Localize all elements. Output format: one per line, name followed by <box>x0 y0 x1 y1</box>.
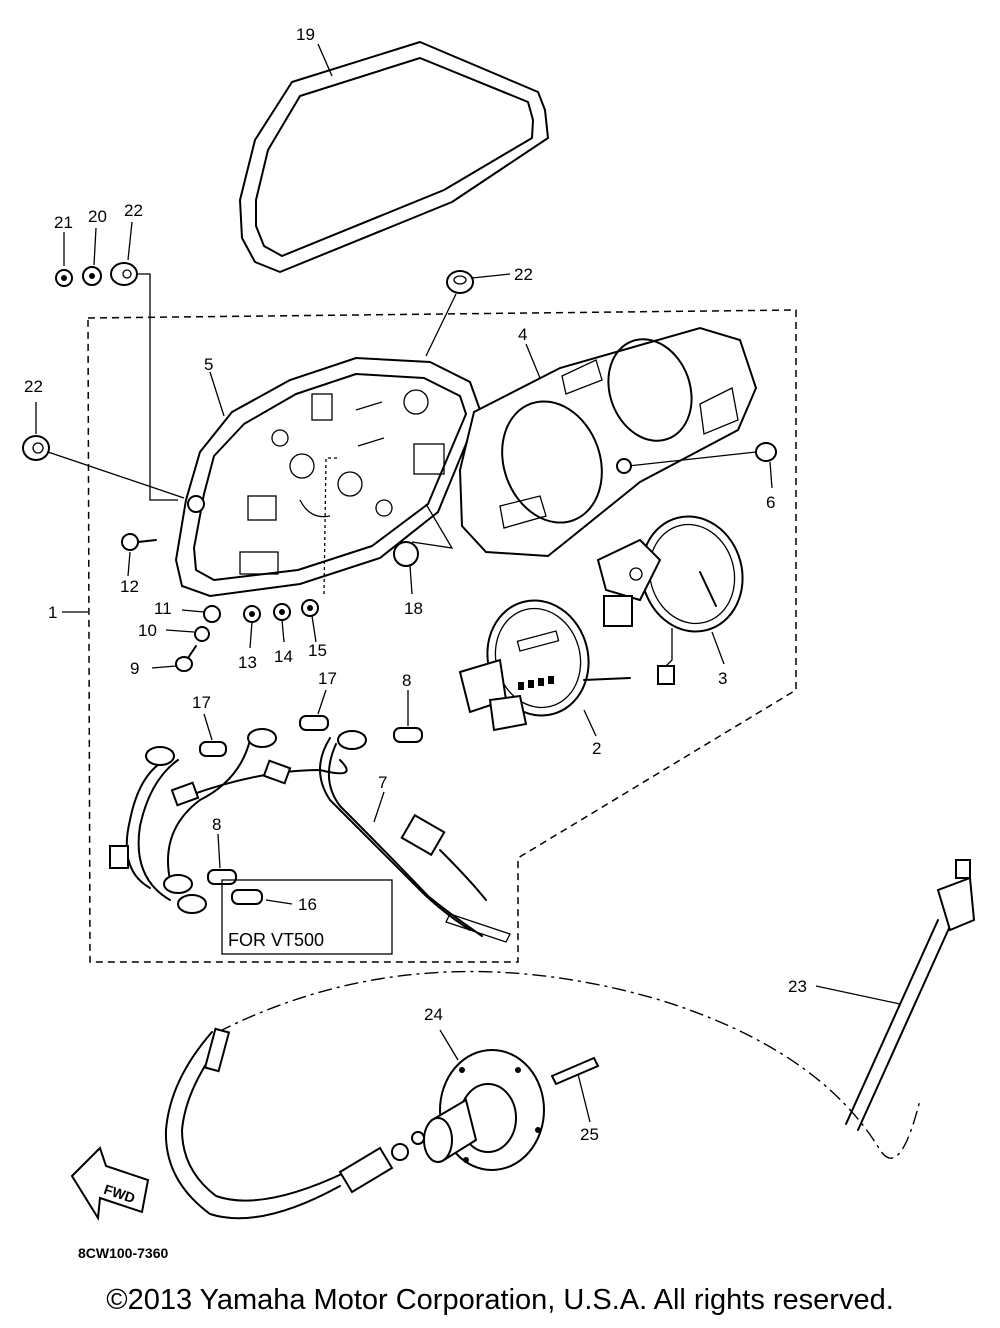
leader-6 <box>769 461 773 489</box>
callout-12: 12 <box>120 577 139 596</box>
leader-6-link <box>627 451 757 467</box>
part-23-speedo-cable <box>164 859 976 1220</box>
diagram-code: 8CW100-7360 <box>78 1245 168 1261</box>
leader-5 <box>209 371 225 417</box>
callout-11: 11 <box>154 599 172 618</box>
part-8-bulb-a <box>393 727 423 743</box>
callout-8a: 8 <box>402 671 411 690</box>
leader-19 <box>317 43 333 77</box>
part-11-nut <box>203 605 221 623</box>
part-19-gasket <box>239 41 549 273</box>
callout-14: 14 <box>274 647 293 666</box>
callout-21: 21 <box>54 213 73 232</box>
leader-11 <box>181 609 205 613</box>
note-box-frame <box>221 879 393 955</box>
part-9-screw <box>175 645 197 672</box>
callout-19: 19 <box>296 25 315 44</box>
copyright-notice: ©2013 Yamaha Motor Corporation, U.S.A. A… <box>106 1284 894 1316</box>
part-24-drive-unit <box>411 1049 545 1171</box>
leader-9 <box>151 665 177 669</box>
part-20-washer <box>82 266 102 286</box>
leader-14 <box>281 619 285 643</box>
part-3-tachometer <box>596 515 744 685</box>
leader-18-link <box>411 503 454 549</box>
callout-18: 18 <box>404 599 423 618</box>
callout-8b: 8 <box>212 815 221 834</box>
part-5-meter-case <box>174 356 482 598</box>
part-2-speedometer <box>458 599 631 732</box>
callout-22c: 22 <box>514 265 533 284</box>
leader-16 <box>265 899 293 905</box>
callout-6: 6 <box>766 493 775 512</box>
part-4-meter-panel <box>458 326 758 558</box>
part-12-screw <box>121 533 157 551</box>
callout-13: 13 <box>238 653 257 672</box>
callout-labels: 19 21 20 22 22 22 4 5 6 12 18 1 11 10 9 … <box>24 25 807 1261</box>
callout-22b: 22 <box>24 377 43 396</box>
callout-2: 2 <box>592 739 601 758</box>
callout-25: 25 <box>580 1125 599 1144</box>
part-17-bulb-a <box>199 741 227 757</box>
callout-23: 23 <box>788 977 807 996</box>
callout-5: 5 <box>204 355 213 374</box>
part-22-grommet-top <box>110 262 138 286</box>
part-14-washer <box>273 603 291 621</box>
part-16-bulb <box>231 889 263 905</box>
leader-2 <box>583 709 597 737</box>
callout-9: 9 <box>130 659 139 678</box>
part-22-grommet-right <box>446 270 474 294</box>
leader-10 <box>165 629 195 633</box>
callout-16: 16 <box>298 895 317 914</box>
callout-4: 4 <box>518 325 527 344</box>
part-18-grommet <box>393 541 419 567</box>
callout-17a: 17 <box>192 693 211 712</box>
callout-24: 24 <box>424 1005 443 1024</box>
part-15-washer <box>301 599 319 617</box>
callout-10: 10 <box>138 621 157 640</box>
leader-22c-link <box>425 293 457 357</box>
callout-17b: 17 <box>318 669 337 688</box>
callout-3: 3 <box>718 669 727 688</box>
leader-22b-link <box>47 451 185 499</box>
leader-8b <box>217 833 221 869</box>
note-box-label: FOR VT500 <box>228 930 324 950</box>
assembly-boundary <box>87 309 797 963</box>
leader-15-link <box>323 457 340 595</box>
callout-22a: 22 <box>124 201 143 220</box>
leader-17b <box>317 689 327 715</box>
leader-15 <box>311 615 317 643</box>
fwd-arrow-icon: FWD <box>70 1146 150 1222</box>
part-25-pin <box>550 1056 600 1086</box>
part-22-grommet-left <box>22 435 50 461</box>
callout-20: 20 <box>88 207 107 226</box>
leader-12 <box>127 551 131 577</box>
part-13-nut <box>243 605 261 623</box>
callout-1: 1 <box>48 603 57 622</box>
leader-3 <box>711 631 725 665</box>
leader-22a-stud <box>138 273 178 501</box>
leader-22c <box>471 273 511 279</box>
leader-18 <box>409 565 413 595</box>
leader-25 <box>577 1073 591 1123</box>
callout-7: 7 <box>378 773 387 792</box>
leader-7 <box>373 791 385 823</box>
part-6-knob <box>755 442 777 462</box>
part-10-washer <box>194 626 210 642</box>
leader-20 <box>93 227 97 266</box>
leader-23 <box>815 985 901 1005</box>
part-7-wire-harness <box>109 728 511 943</box>
leader-13 <box>249 621 253 649</box>
leader-24 <box>439 1029 459 1061</box>
leader-17a <box>203 713 213 741</box>
part-17-bulb-b <box>299 715 329 731</box>
leader-22a <box>127 221 133 261</box>
callout-15: 15 <box>308 641 327 660</box>
part-21-nut <box>55 269 73 287</box>
leader-4 <box>525 343 541 379</box>
